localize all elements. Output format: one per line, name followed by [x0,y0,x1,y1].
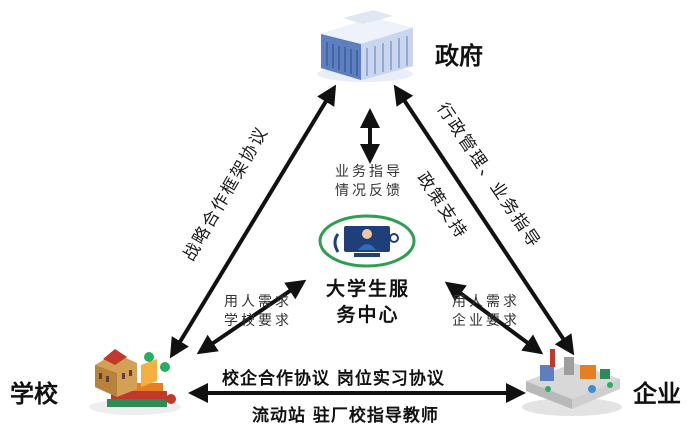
edge-label-school-enterprise-top: 校企合作协议 岗位实习协议 [222,369,445,389]
edge-label-enterprise-center-line2: 企业要求 [452,313,520,329]
edge-label-school-enterprise-bottom: 流动站 驻厂校指导教师 [252,406,439,426]
service-center-icon [318,214,416,268]
edge-label-government-center: 业务指导 情况反馈 [324,163,414,201]
factory-icon [522,349,622,416]
government-label: 政府 [435,41,483,70]
edge-label-government-center-line1: 业务指导 [335,164,403,180]
service-center-label-line1: 大学生服 [325,278,410,300]
government-building-icon [317,10,413,82]
arrow-enterprise-center [444,281,544,355]
service-center-label-line2: 务中心 [336,304,400,326]
edge-label-government-center-line2: 情况反馈 [335,183,403,199]
edge-label-enterprise-center-line1: 用人需求 [452,294,520,310]
edge-label-enterprise-center: 用人需求 企业要求 [443,293,529,331]
school-icon [89,349,181,415]
enterprise-label: 企业 [633,379,681,408]
school-label: 学校 [10,379,58,408]
service-center-label: 大学生服 务中心 [321,276,415,328]
edge-label-school-center-line2: 学校要求 [224,313,292,329]
arrow-school-center [196,279,307,355]
edge-label-school-center: 用人需求 学校要求 [215,293,301,331]
edge-label-school-center-line1: 用人需求 [224,294,292,310]
